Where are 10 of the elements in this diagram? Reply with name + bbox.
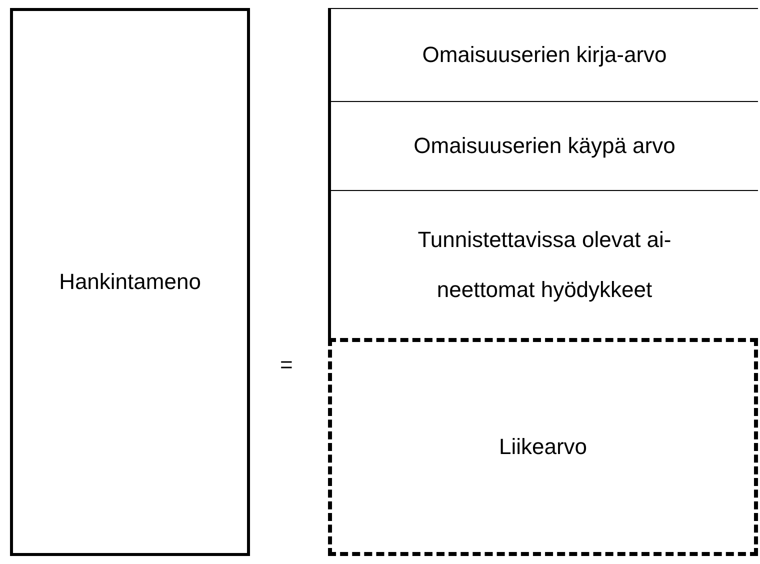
equals-sign: =	[280, 352, 293, 378]
box-label: Hankintameno	[59, 269, 201, 295]
box-label: Omaisuuserien käypä arvo	[414, 132, 676, 158]
text-box	[328, 338, 758, 556]
box-label: Liikearvo	[498, 434, 588, 460]
text-box	[328, 101, 758, 191]
box-label: Tunnistettavissa olevat ai- neettomat hyödykkeet	[416, 226, 672, 304]
box-label: Omaisuuserien kirja-arvo	[422, 42, 667, 68]
text-box	[328, 8, 758, 102]
text-box	[10, 8, 250, 556]
